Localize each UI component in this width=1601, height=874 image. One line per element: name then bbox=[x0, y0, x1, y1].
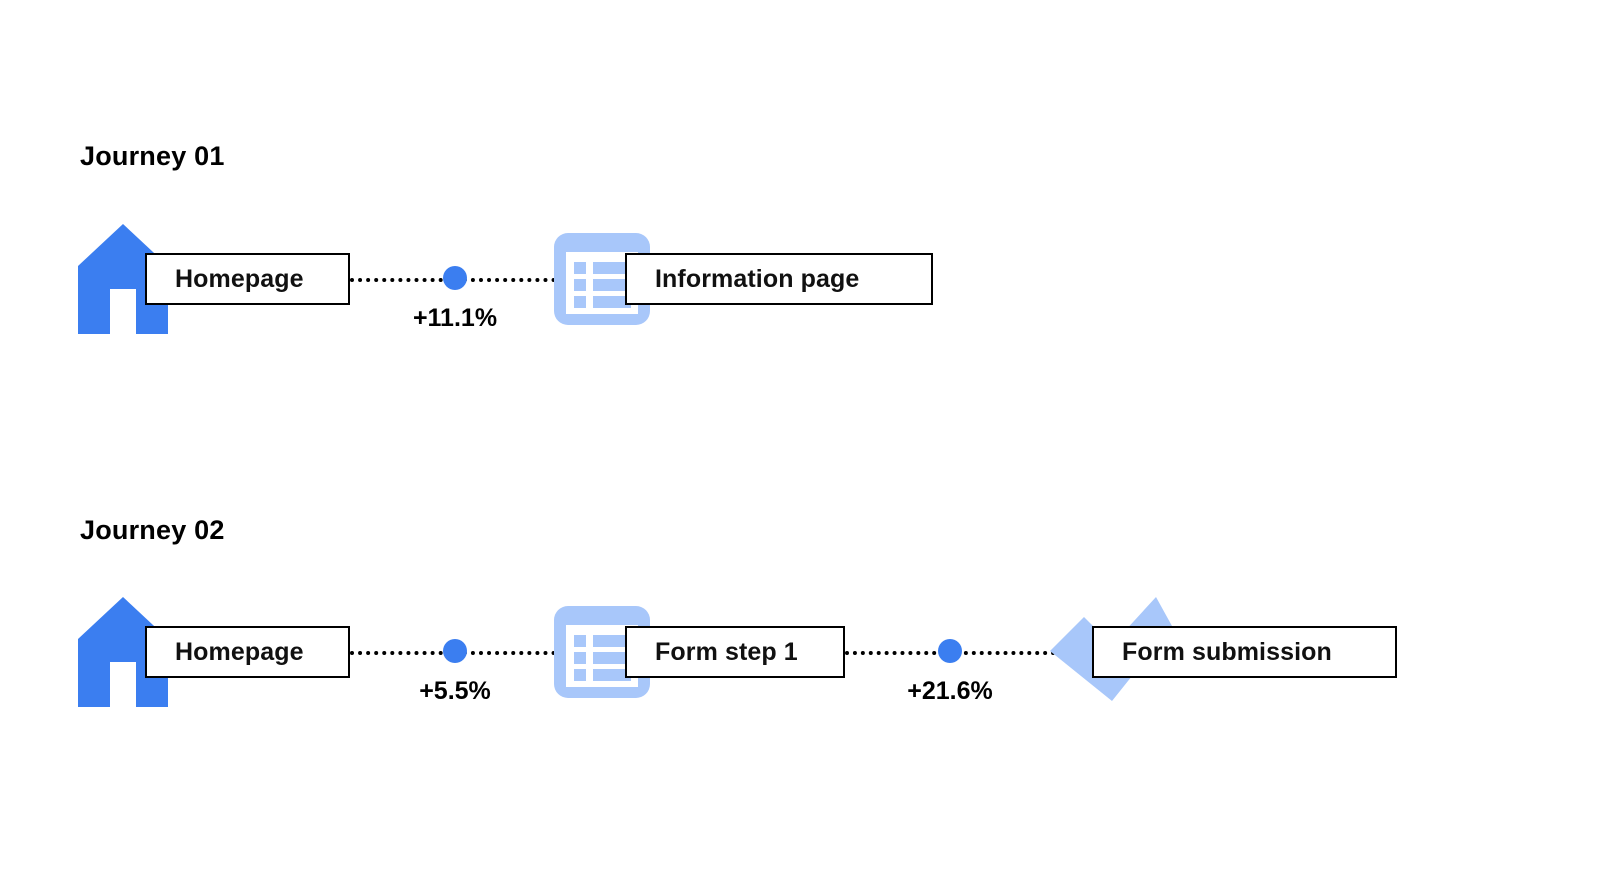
node-box-form-step-1[interactable]: Form step 1 bbox=[625, 626, 845, 678]
journey-01-flow: Homepage +11.1% Information page bbox=[0, 210, 1601, 410]
node-box-form-submission[interactable]: Form submission bbox=[1092, 626, 1397, 678]
metric-dot bbox=[938, 639, 962, 663]
metric-11-1: +11.1% bbox=[385, 266, 525, 333]
home-icon bbox=[78, 224, 168, 334]
metric-5-5: +5.5% bbox=[385, 639, 525, 706]
node-label: Information page bbox=[655, 264, 860, 293]
metric-label: +21.6% bbox=[907, 677, 993, 705]
metric-21-6: +21.6% bbox=[880, 639, 1020, 706]
metric-label: +11.1% bbox=[412, 304, 498, 332]
node-box-homepage[interactable]: Homepage bbox=[145, 626, 350, 678]
home-icon bbox=[78, 597, 168, 707]
node-label: Homepage bbox=[175, 264, 304, 293]
metric-label: +5.5% bbox=[419, 677, 491, 705]
journey-01-title: Journey 01 bbox=[80, 141, 225, 171]
node-label: Form submission bbox=[1122, 637, 1332, 666]
connector-line-3 bbox=[845, 651, 1095, 655]
journey-02-flow: Homepage +5.5% Form step 1 bbox=[0, 583, 1601, 783]
metric-dot bbox=[443, 639, 467, 663]
node-label: Form step 1 bbox=[655, 637, 798, 666]
node-box-homepage[interactable]: Homepage bbox=[145, 253, 350, 305]
metric-dot bbox=[443, 266, 467, 290]
node-label: Homepage bbox=[175, 637, 304, 666]
journey-02-title: Journey 02 bbox=[80, 515, 225, 545]
node-box-information-page[interactable]: Information page bbox=[625, 253, 933, 305]
